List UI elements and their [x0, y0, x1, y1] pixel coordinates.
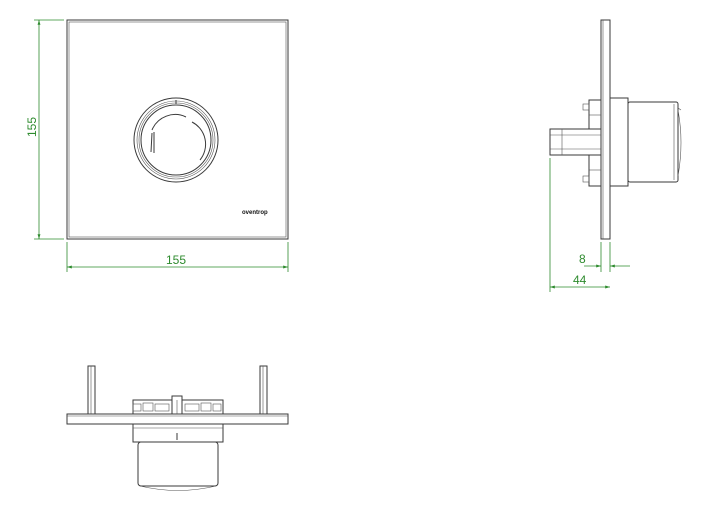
side-plate-dimension: 8 [579, 242, 630, 272]
top-plate [66, 413, 289, 425]
side-plate-label: 8 [579, 252, 586, 266]
top-pin-left [87, 365, 96, 415]
side-knob [627, 101, 679, 183]
side-view [549, 19, 682, 240]
side-total-dimension: 44 [549, 158, 610, 292]
front-width-dimension: 155 [66, 242, 289, 272]
side-total-label: 44 [573, 273, 587, 287]
side-pins [549, 128, 602, 156]
front-height-dimension: 155 [25, 19, 64, 240]
top-pin-right [259, 365, 268, 415]
control-knob [133, 97, 219, 183]
top-knob [132, 423, 224, 491]
top-view [66, 365, 289, 491]
brand-label: oventrop [242, 210, 268, 216]
side-plate [600, 19, 611, 240]
front-width-label: 155 [166, 253, 186, 267]
top-mechanism [132, 395, 224, 415]
front-height-label: 155 [25, 117, 39, 137]
front-plate [66, 19, 289, 240]
front-view: oventrop [66, 19, 289, 240]
front-plate-inner-edge [68, 21, 287, 238]
side-collar [609, 97, 629, 187]
